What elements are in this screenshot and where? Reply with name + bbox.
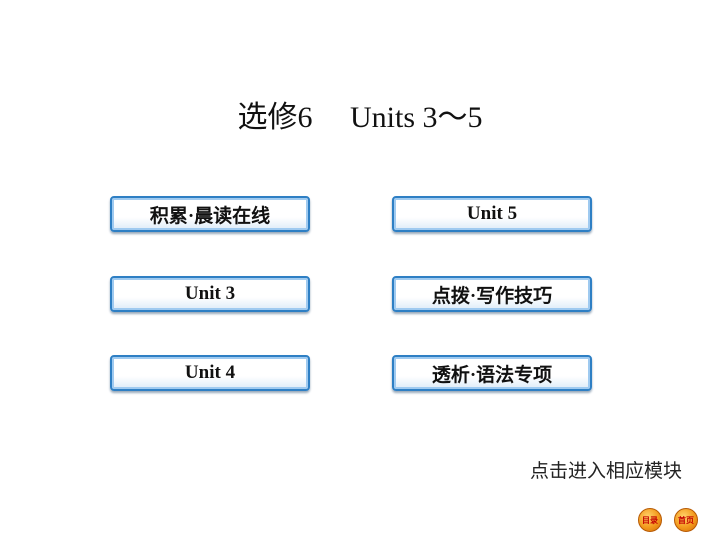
home-icon[interactable]: 首页 <box>674 508 698 532</box>
module-button-unit-3[interactable]: Unit 3 <box>110 276 310 312</box>
module-button-morning-reading[interactable]: 积累·晨读在线 <box>110 196 310 232</box>
module-button-unit-5[interactable]: Unit 5 <box>392 196 592 232</box>
page-title: 选修6 Units 3～5 <box>237 101 483 134</box>
hint-text: 点击进入相应模块 <box>529 460 682 482</box>
module-button-unit-4[interactable]: Unit 4 <box>110 355 310 391</box>
table-of-contents-icon[interactable]: 目录 <box>638 508 662 532</box>
module-button-grammar[interactable]: 透析·语法专项 <box>392 355 592 391</box>
module-button-writing-skills[interactable]: 点拨·写作技巧 <box>392 276 592 312</box>
